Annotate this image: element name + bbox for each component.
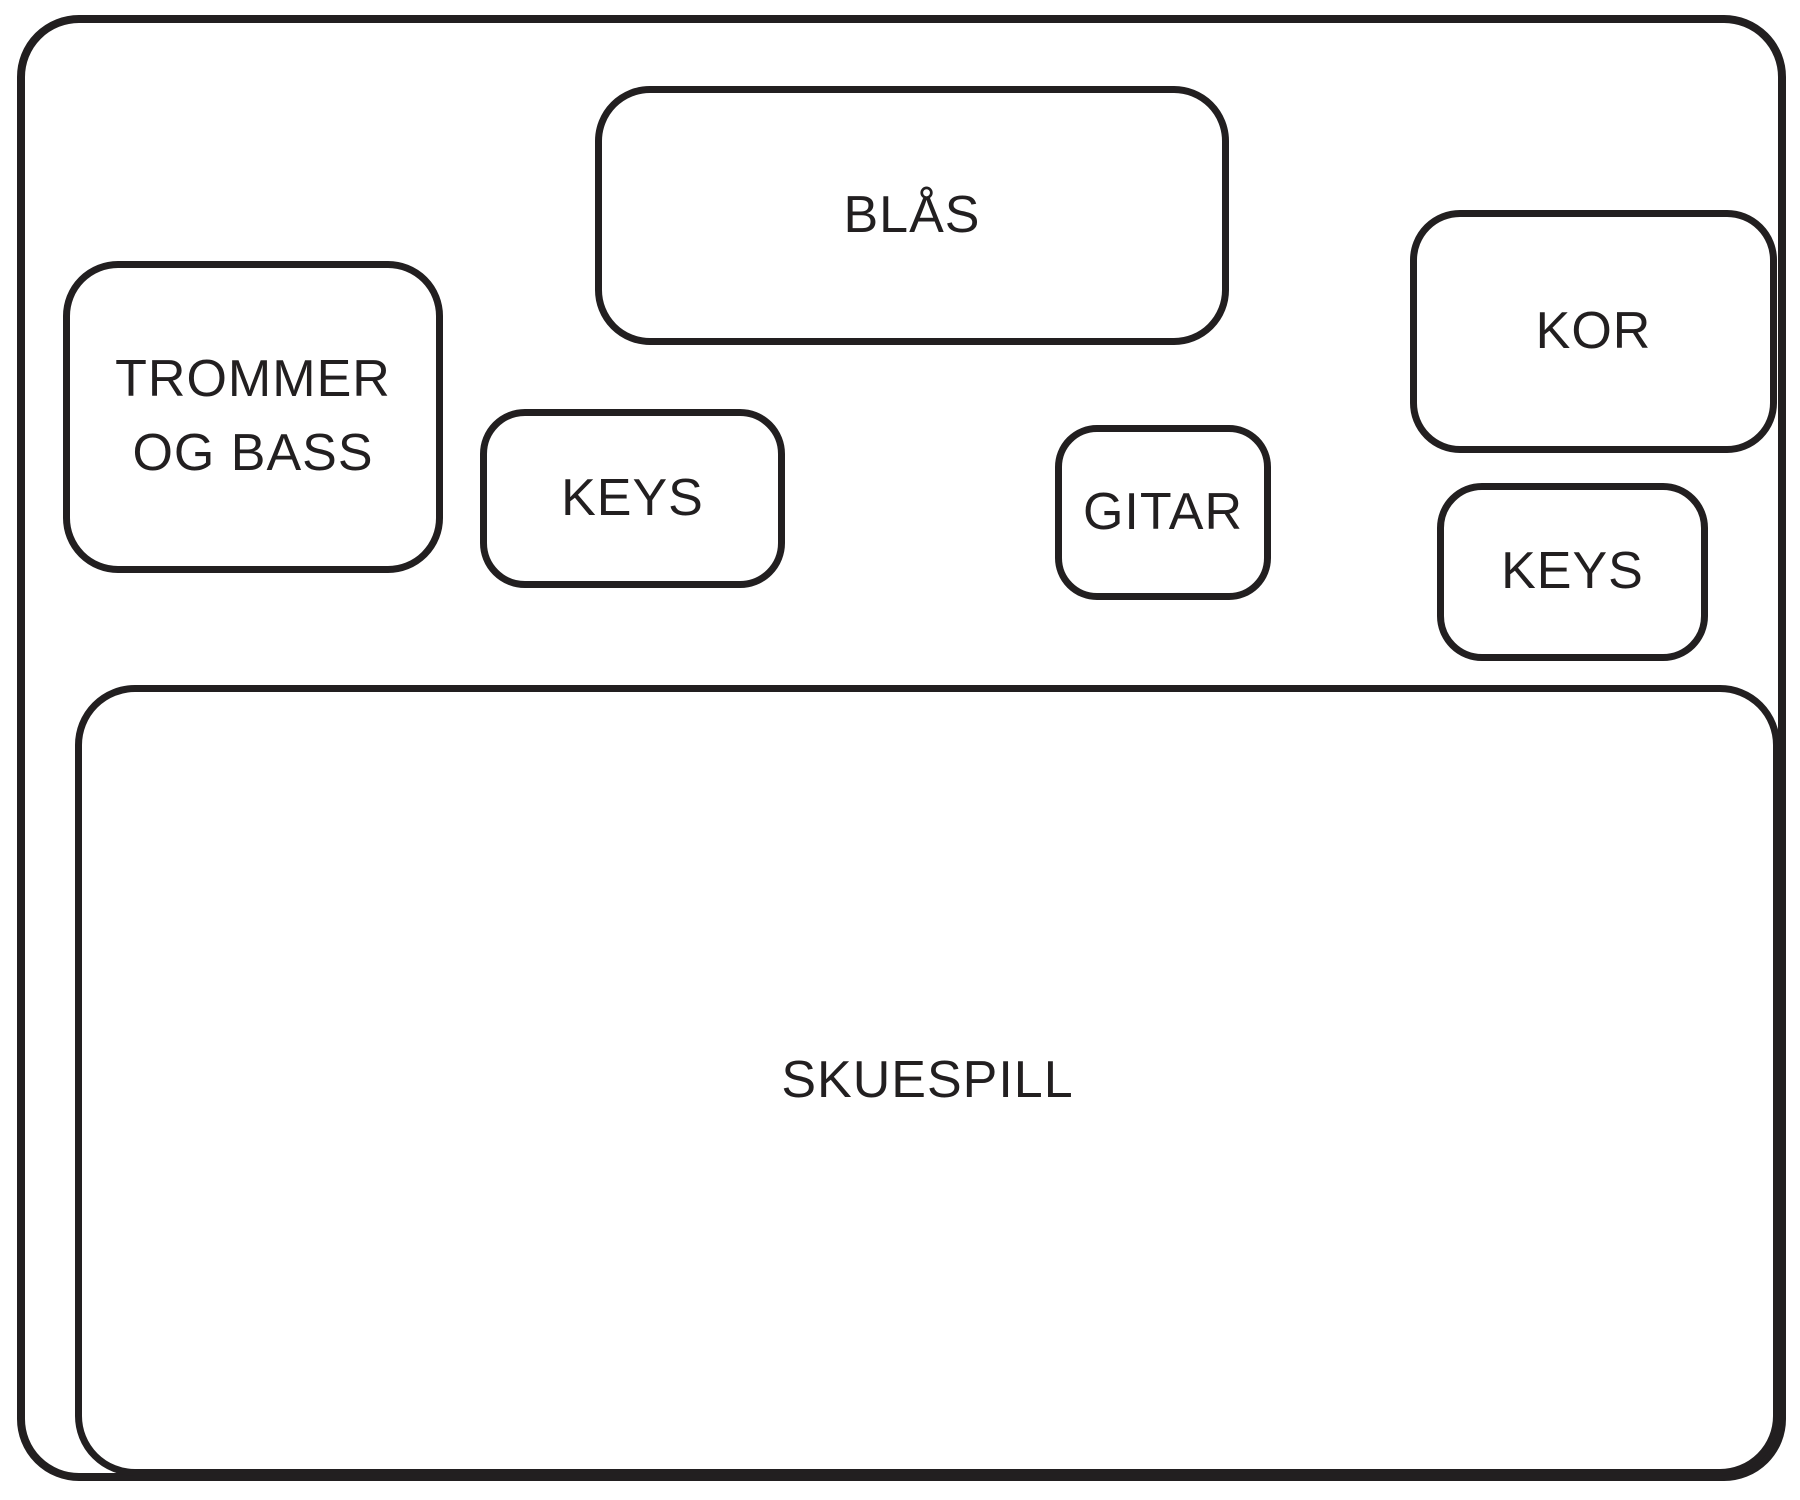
stage-zone-skuespill: SKUESPILL [75,685,1780,1476]
stage-zone-label-keys-left: KEYS [561,468,704,527]
stage-zone-label-blas: BLÅS [843,185,981,244]
stage-outline: BLÅS TROMMER OG BASS KEYS GITAR KOR KEYS… [17,15,1786,1481]
stage-zone-keys-right: KEYS [1437,483,1708,661]
stage-zone-gitar: GITAR [1055,425,1271,600]
stage-zone-label-trommer-og-bass: TROMMER OG BASS [115,350,391,482]
stage-zone-trommer-og-bass: TROMMER OG BASS [63,261,443,573]
stage-zone-label-skuespill: SKUESPILL [781,1050,1074,1109]
stage-zone-label-kor: KOR [1535,301,1652,360]
stage-zone-label-gitar: GITAR [1082,482,1244,541]
stage-zone-keys-left: KEYS [480,409,785,588]
stage-zone-blas: BLÅS [595,86,1229,345]
stage-zone-label-keys-right: KEYS [1501,542,1644,601]
stage-zone-kor: KOR [1410,210,1777,453]
